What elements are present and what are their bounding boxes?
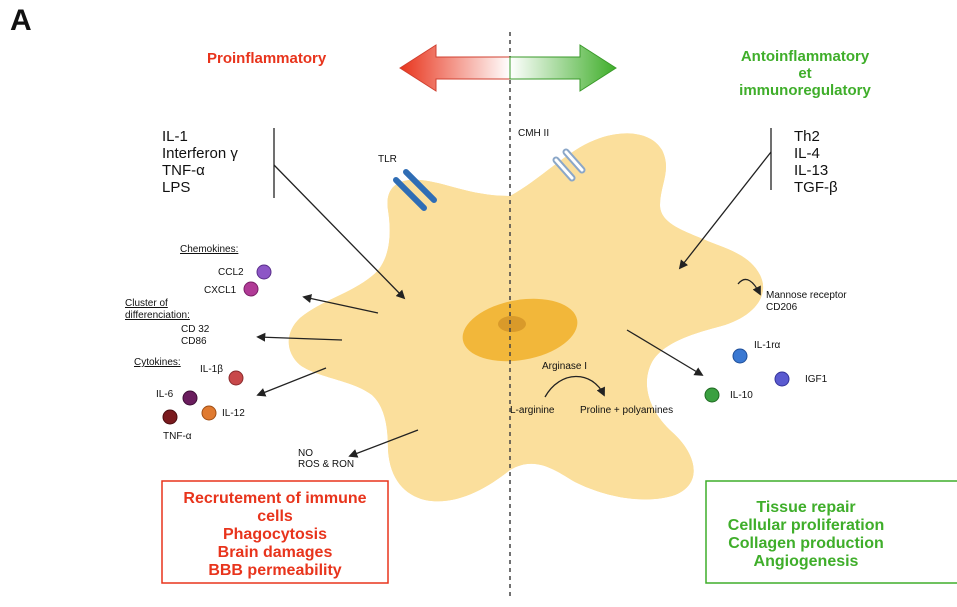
cd-title: Cluster of differenciation: xyxy=(125,298,190,322)
il1b-molecule xyxy=(228,370,244,386)
il1ra-label: IL-1rα xyxy=(754,340,781,351)
stimulus-item: Th2 xyxy=(794,128,820,145)
outcome-item: cells xyxy=(257,508,293,525)
right-stimuli-list: Th2 IL-4 IL-13 TGF-β xyxy=(794,128,838,196)
chemokines-title: Chemokines: xyxy=(180,244,239,255)
il6-molecule xyxy=(182,390,198,406)
arrow-cd xyxy=(256,332,343,342)
left-outcome-frame xyxy=(161,480,389,584)
tlr-receptor xyxy=(393,169,437,211)
arrow-no-ros xyxy=(348,429,419,458)
mannose-label: Mannose receptor CD206 xyxy=(766,290,847,314)
no-label: NO xyxy=(298,448,313,459)
outcome-item: Collagen production xyxy=(728,535,884,552)
outcome-item: Tissue repair xyxy=(756,499,856,516)
il6-label: IL-6 xyxy=(156,389,174,400)
mhc-label: CMH II xyxy=(518,128,550,139)
cxcl1-label: CXCL1 xyxy=(204,285,237,296)
proinflammatory-outcomes: Recrutement of immune cells Phagocytosis… xyxy=(162,481,388,583)
tnfa-molecule xyxy=(162,409,178,425)
mannose-label-line: Mannose receptor xyxy=(766,290,847,301)
arrow-mannose xyxy=(737,278,761,296)
cd32-label: CD 32 xyxy=(181,324,210,335)
arginase-label: Arginase I xyxy=(542,361,588,372)
antiinflammatory-outcomes: Tissue repair Cellular proliferation Col… xyxy=(706,481,906,583)
stimulus-item: IL-4 xyxy=(794,145,820,162)
stimulus-item: TGF-β xyxy=(794,179,838,196)
ros-label: ROS & RON xyxy=(298,459,355,470)
arrow-right-stimuli xyxy=(678,151,772,270)
il10-molecule xyxy=(704,387,720,403)
il12-molecule xyxy=(201,405,217,421)
mannose-label-line: CD206 xyxy=(766,302,798,313)
arrow-cytokines xyxy=(256,367,327,397)
outcome-item: Cellular proliferation xyxy=(727,517,885,534)
arrow-left-stimuli xyxy=(273,164,406,300)
arrow-right-secretions xyxy=(626,329,704,376)
stimulus-item: IL-1 xyxy=(162,128,188,145)
il12-label: IL-12 xyxy=(222,408,245,419)
outcome-item: Brain damages xyxy=(217,544,333,561)
antiinflammatory-title-line: immunoregulatory xyxy=(739,82,871,99)
outcome-item: Phagocytosis xyxy=(222,526,328,543)
cytokines-title: Cytokines: xyxy=(134,357,181,368)
stimulus-item: TNF-α xyxy=(162,162,205,179)
macrophage-cell xyxy=(286,131,765,504)
cd-title-line: differenciation: xyxy=(125,310,190,321)
proinflammatory-title: Proinflammatory xyxy=(207,50,327,67)
right-outcome-frame xyxy=(705,480,957,584)
ccl2-label: CCL2 xyxy=(218,267,244,278)
antiinflammatory-title-line: et xyxy=(798,65,812,82)
stimulus-item: LPS xyxy=(162,179,191,196)
tnfa-label: TNF-α xyxy=(163,431,192,442)
cd-title-line: Cluster of xyxy=(125,298,168,309)
arrows xyxy=(256,151,772,458)
igf1-label: IGF1 xyxy=(805,374,828,385)
left-stimuli-list: IL-1 Interferon γ TNF-α LPS xyxy=(162,128,238,196)
nucleolus xyxy=(498,316,526,332)
polarization-arrow xyxy=(399,44,617,92)
il1ra-molecule xyxy=(732,348,748,364)
arrow-chemokines xyxy=(302,294,379,314)
il10-label: IL-10 xyxy=(730,390,753,401)
il1b-label: IL-1β xyxy=(200,364,223,375)
arginine-label: L-arginine xyxy=(510,405,555,416)
outcome-item: Recrutement of immune xyxy=(183,490,367,507)
polyamines-label: Proline + polyamines xyxy=(580,405,674,416)
antiinflammatory-title: Antoinflammatory et immunoregulatory xyxy=(700,48,910,99)
stimulus-item: Interferon γ xyxy=(162,145,238,162)
tlr-label: TLR xyxy=(378,154,397,165)
antiinflammatory-title-line: Antoinflammatory xyxy=(740,48,870,65)
cxcl1-molecule xyxy=(243,281,259,297)
cd86-label: CD86 xyxy=(181,336,207,347)
arrow-arginase xyxy=(544,375,605,398)
igf1-molecule xyxy=(774,371,790,387)
ccl2-molecule xyxy=(256,264,272,280)
outcome-item: Angiogenesis xyxy=(753,553,859,570)
mhc-ii-receptor xyxy=(552,148,586,182)
panel-letter: A xyxy=(10,4,32,37)
outcome-item: BBB permeability xyxy=(208,562,342,579)
stimulus-item: IL-13 xyxy=(794,162,829,179)
